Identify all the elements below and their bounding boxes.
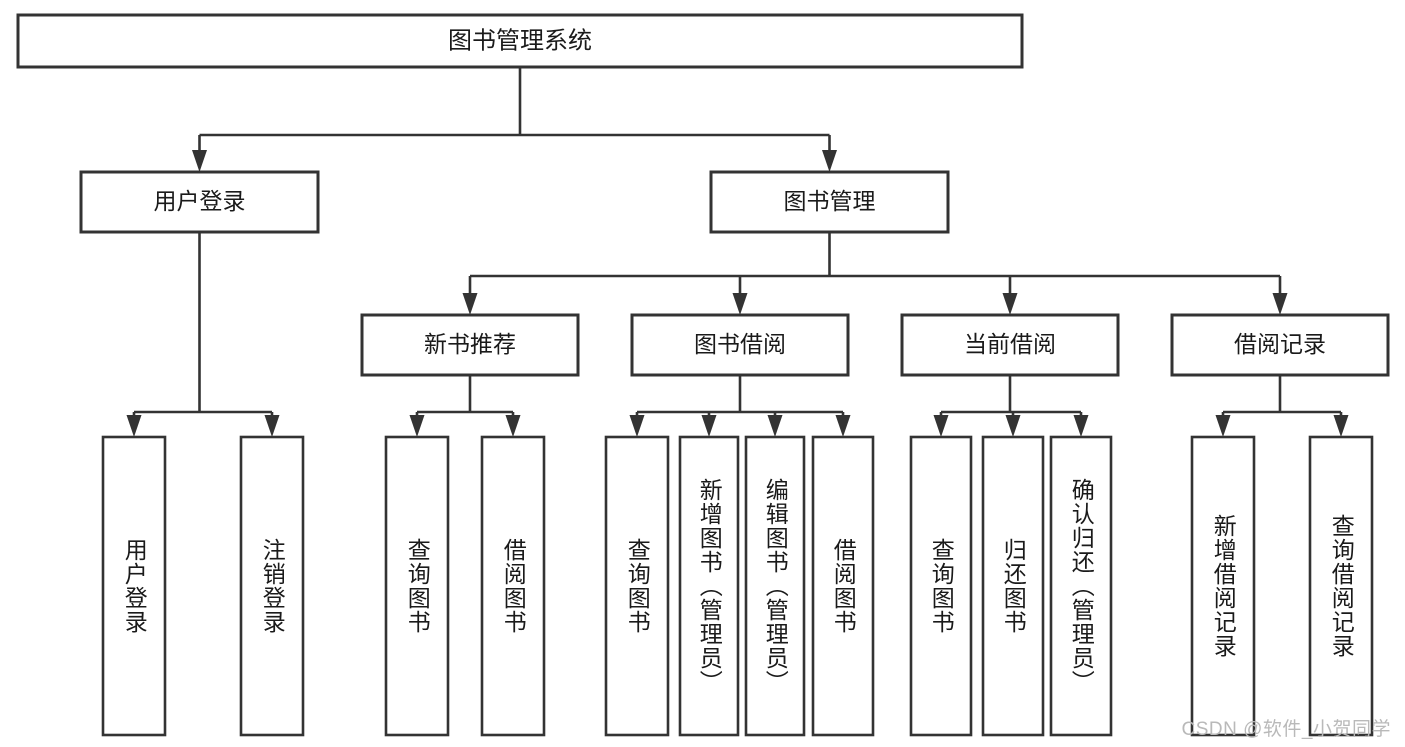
node-leaf-query-borrow-record[interactable] [1308, 435, 1374, 737]
node-leaf-borrow-book-1[interactable] [480, 435, 546, 737]
node-leaf-logout-login[interactable] [239, 435, 305, 737]
node-book-management[interactable]: 图书管理 [709, 170, 950, 234]
node-label: 新书推荐 [424, 331, 516, 357]
node-label: 图书借阅 [694, 331, 786, 357]
watermark-text: CSDN @软件_小贺同学 [1181, 719, 1391, 740]
connector-lines [126, 67, 1349, 437]
node-book-borrow[interactable]: 图书借阅 [630, 313, 850, 377]
node-leaf-return-book[interactable] [981, 435, 1045, 737]
node-leaf-query-book-2[interactable] [604, 435, 670, 737]
node-borrow-record[interactable]: 借阅记录 [1170, 313, 1390, 377]
node-label: 图书管理系统 [448, 27, 592, 54]
node-label: 当前借阅 [964, 331, 1056, 357]
node-leaf-query-book-3[interactable] [909, 435, 973, 737]
node-leaf-user-login[interactable] [101, 435, 167, 737]
node-label: 用户登录 [154, 188, 246, 214]
node-leaf-add-borrow-record[interactable] [1190, 435, 1256, 737]
node-new-book-recommend[interactable]: 新书推荐 [360, 313, 580, 377]
node-user-login[interactable]: 用户登录 [79, 170, 320, 234]
node-label: 借阅记录 [1234, 331, 1326, 357]
node-leaf-add-book-admin[interactable] [678, 435, 740, 737]
node-leaf-confirm-return-admin[interactable] [1049, 435, 1113, 737]
node-leaf-edit-book-admin[interactable] [744, 435, 806, 737]
node-label: 图书管理 [784, 188, 876, 214]
node-current-borrow[interactable]: 当前借阅 [900, 313, 1120, 377]
node-book-management-system[interactable]: 图书管理系统 [16, 13, 1024, 69]
node-leaf-query-book-1[interactable] [384, 435, 450, 737]
node-leaf-borrow-book-2[interactable] [811, 435, 875, 737]
